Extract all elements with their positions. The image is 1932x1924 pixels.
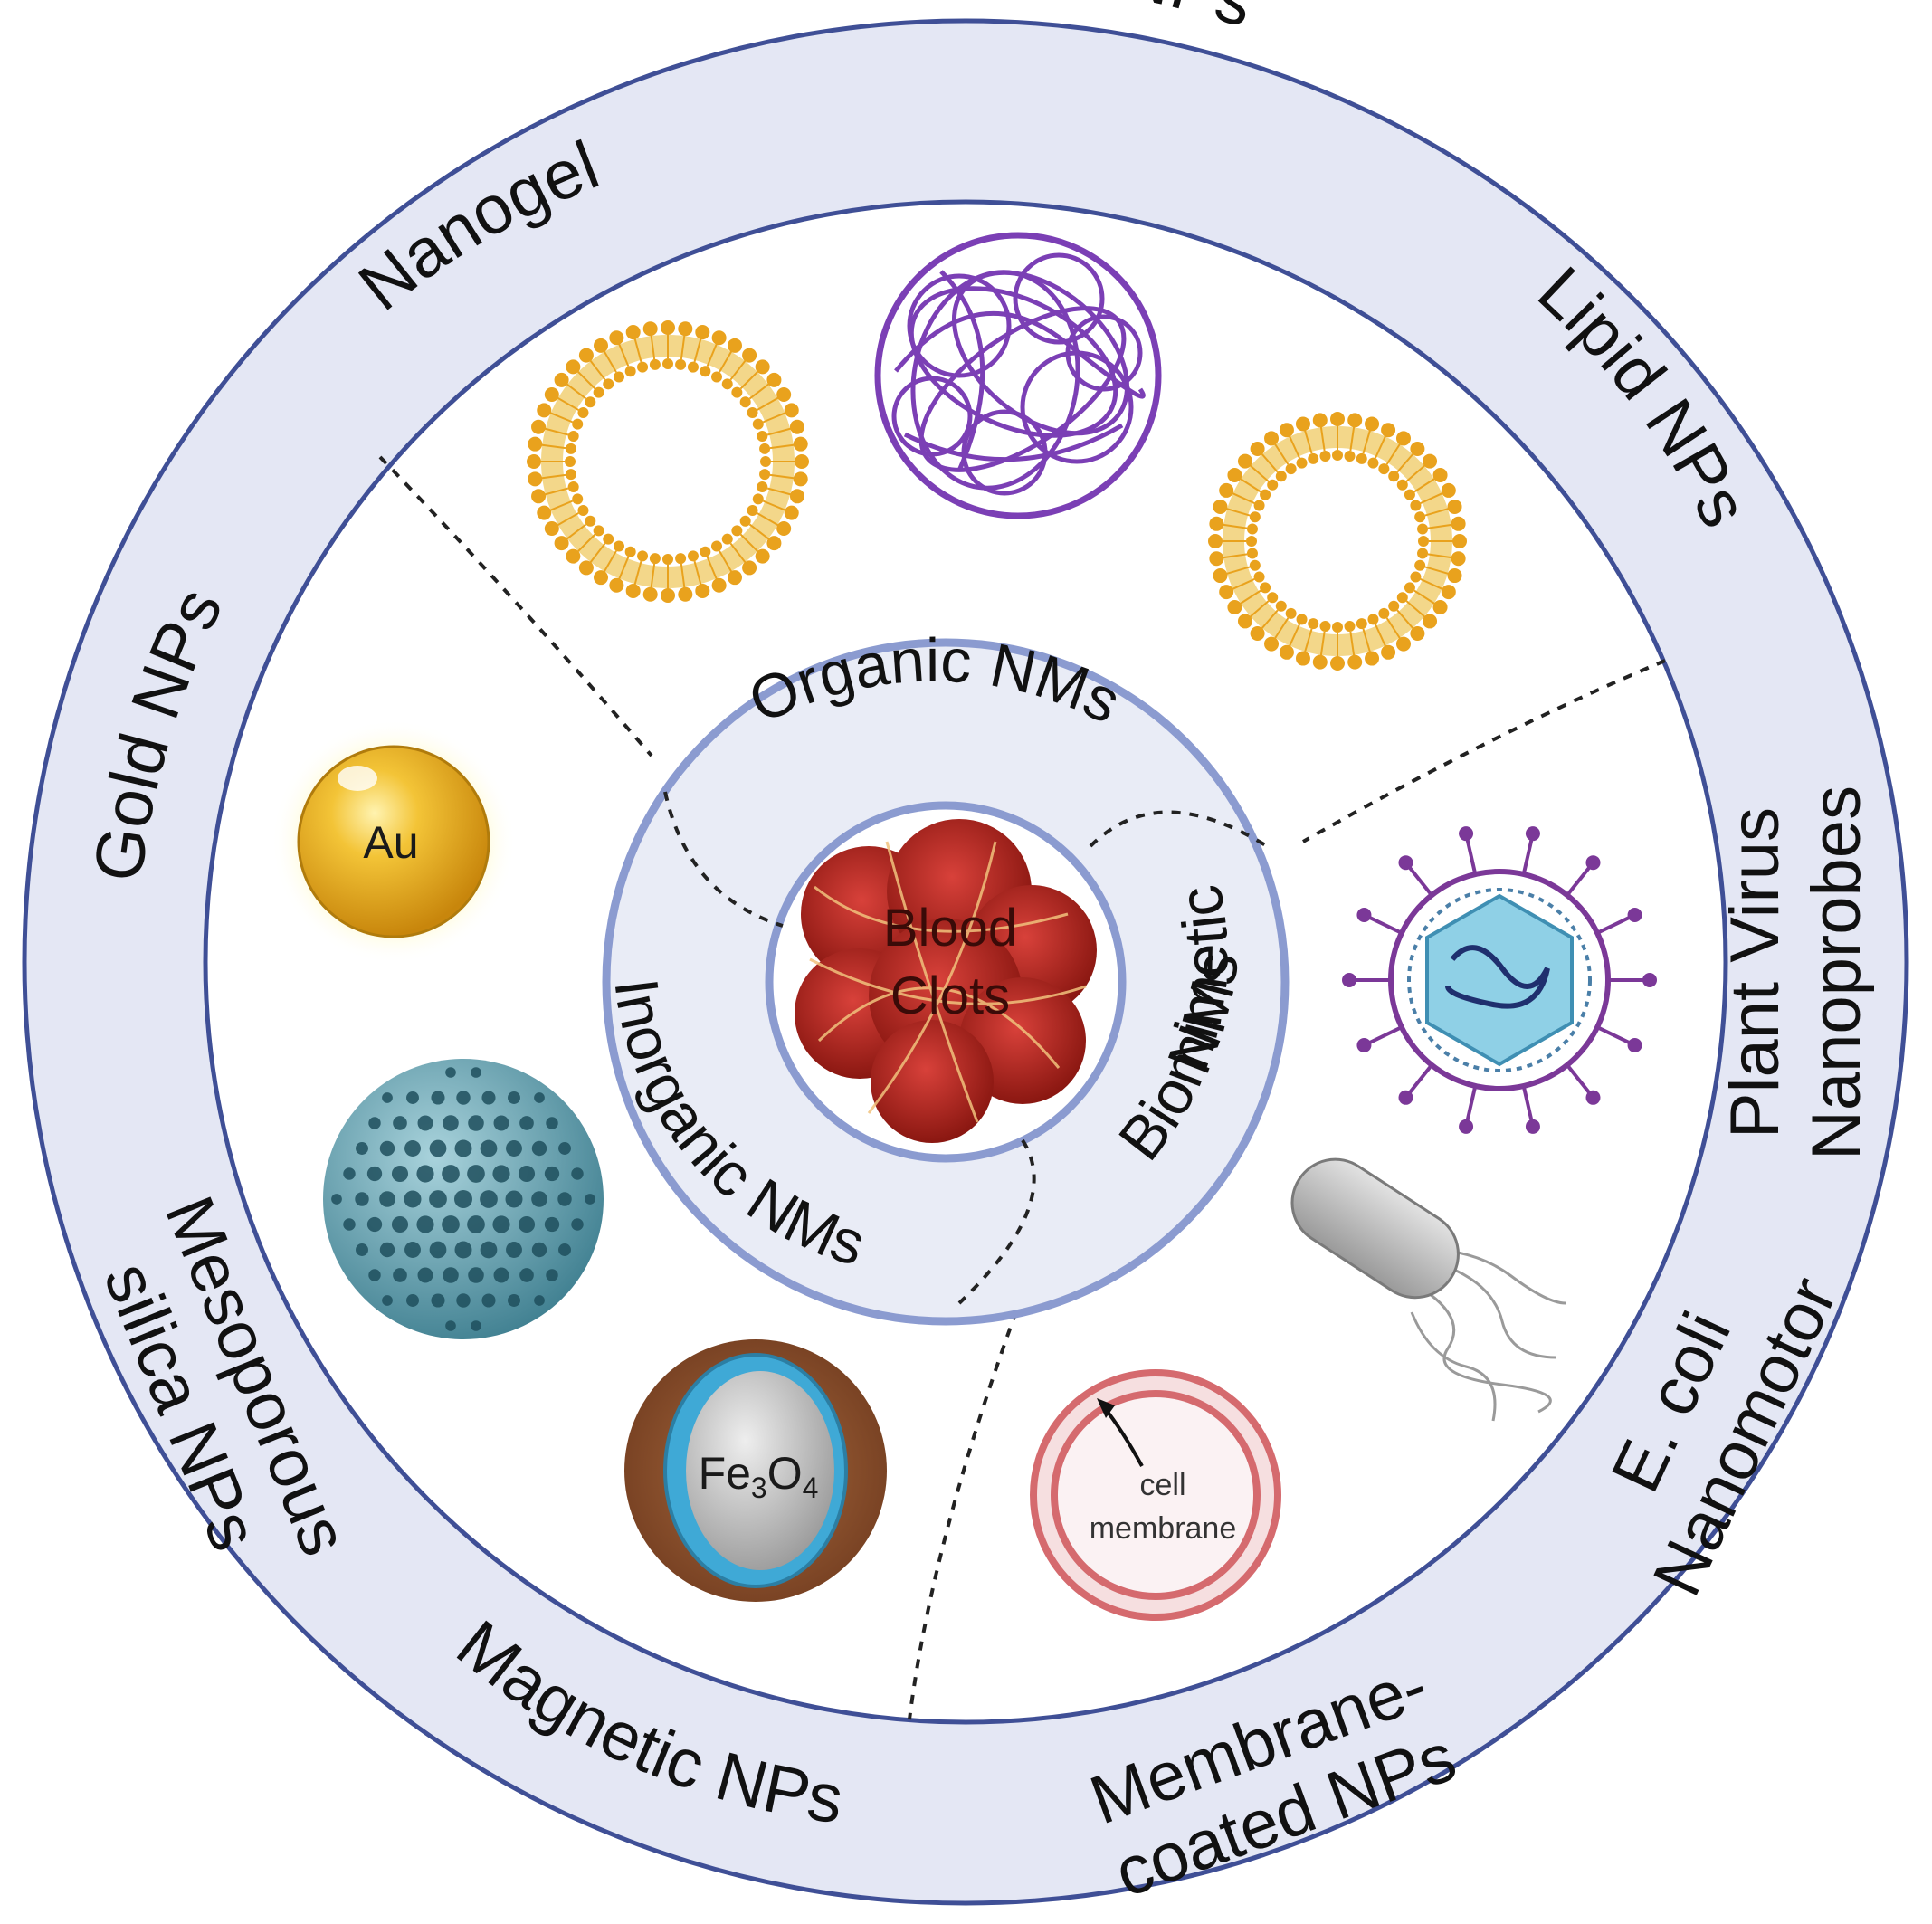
gold-symbol: Au xyxy=(363,817,418,868)
magnetite-symbol: Fe3O4 xyxy=(699,1448,819,1504)
membrane-coated-particle xyxy=(1030,1369,1281,1621)
inner-dividers xyxy=(663,791,1269,1305)
plant-virus-label: Plant Virus Nanoprobes xyxy=(1717,786,1875,1160)
blood-clot-graphic xyxy=(795,819,1097,1143)
section-dividers xyxy=(378,455,1666,1720)
core-label-line1: Blood xyxy=(883,899,1017,957)
gold-particle xyxy=(271,719,516,964)
core-label-line2: Clots xyxy=(890,967,1010,1025)
plant-virus-line1: Plant Virus xyxy=(1717,807,1794,1138)
magnetic-particle xyxy=(624,1339,887,1602)
plant-virus-particle xyxy=(1342,826,1657,1134)
nanogel-particle xyxy=(527,320,809,603)
lipid-particle xyxy=(1208,412,1467,671)
plant-virus-line2: Nanoprobes xyxy=(1798,786,1875,1160)
membrane-label-line1: cell xyxy=(1139,1468,1185,1502)
polymer-particle xyxy=(874,232,1162,519)
ecoli-particle xyxy=(1290,1157,1566,1422)
membrane-label-line2: membrane xyxy=(1090,1511,1237,1546)
mesoporous-silica-particle xyxy=(323,1059,604,1339)
